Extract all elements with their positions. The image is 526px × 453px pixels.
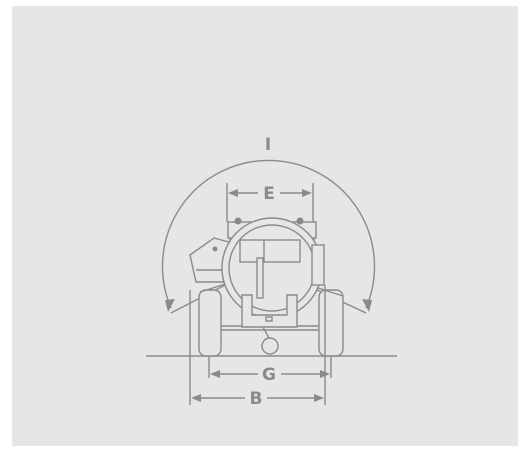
dimension-arrowhead-B-left [191,394,201,402]
diagram-panel: E G B I [12,6,518,446]
label-E: E [263,184,275,204]
dimension-arrowhead-G-right [320,370,330,378]
hitch-latch [265,316,273,322]
tank-drum-outer [221,217,323,319]
hitch-cradle [241,294,298,328]
hitch-ring [261,337,279,355]
right-fender [317,287,344,297]
arc-arrowhead-right [362,299,372,312]
arc-arrowhead-left [165,299,175,312]
dimension-arrowhead-E-left [228,189,238,197]
label-B: B [250,389,263,409]
dimension-arrowhead-E-right [302,189,312,197]
hitch-mast [256,257,264,299]
cab-window [239,239,301,263]
dimension-arrowhead-G-left [210,370,220,378]
label-I: I [265,135,271,155]
swing-arc [161,159,376,309]
tractor-dimension-diagram: E G B I [146,135,397,409]
roof-bolt-right [296,217,304,225]
label-G: G [262,365,276,385]
roof-bolt-left [234,217,242,225]
dimension-arrowhead-B-right [314,394,324,402]
left-tire [198,289,222,357]
right-side-box [311,244,325,286]
engine-bolt [212,246,218,252]
right-tire [318,289,344,357]
